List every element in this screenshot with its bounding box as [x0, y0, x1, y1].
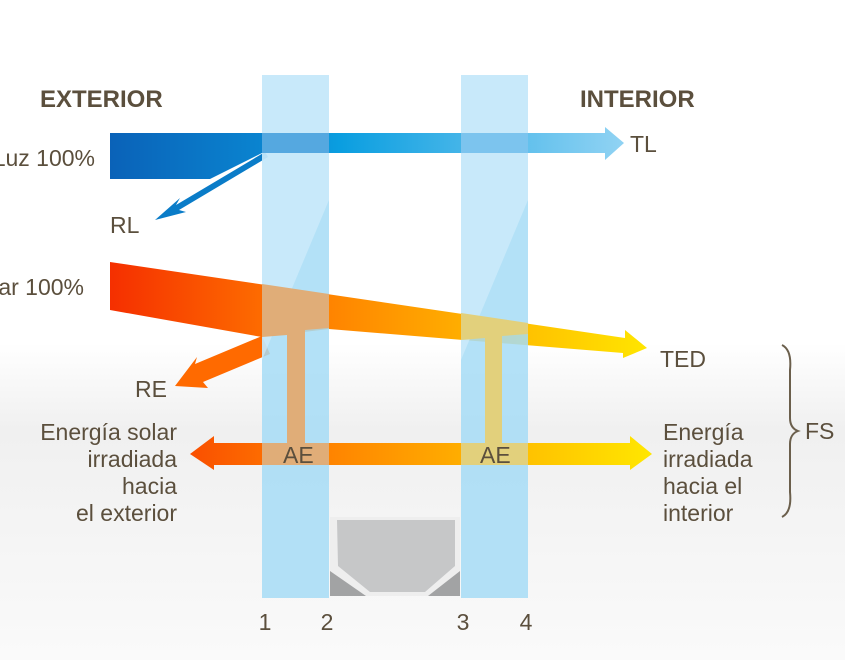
- svg-text:hacia el: hacia el: [663, 473, 742, 499]
- light-in-glass-2: [461, 133, 528, 153]
- surface-4: 4: [520, 609, 533, 635]
- interior-irradiated-label: Energía irradiada hacia el interior: [663, 419, 753, 526]
- heading-exterior: EXTERIOR: [40, 86, 163, 113]
- spacer-profile: [330, 517, 460, 596]
- solar-factor-bracket: [781, 344, 801, 518]
- surface-2: 2: [321, 609, 334, 635]
- absorbed-glass-1: [262, 284, 329, 445]
- svg-text:Energía: Energía: [663, 419, 744, 445]
- absorbed-band-2: [461, 443, 528, 465]
- label-tl: TL: [630, 131, 657, 157]
- svg-text:irradiada: irradiada: [88, 446, 178, 472]
- surface-1: 1: [259, 609, 272, 635]
- absorbed-glass-2: [461, 313, 528, 445]
- label-ae-2: AE: [480, 442, 511, 468]
- svg-text:interior: interior: [663, 500, 734, 526]
- light-arrow-reflected: [155, 152, 268, 220]
- svg-text:irradiada: irradiada: [663, 446, 753, 472]
- label-ted: TED: [660, 346, 706, 372]
- solar-arrow-reflected: [175, 336, 270, 388]
- svg-text:hacia: hacia: [122, 473, 177, 499]
- label-ae-1: AE: [283, 442, 314, 468]
- light-in-glass-1: [262, 133, 329, 153]
- svg-text:Energía solar: Energía solar: [40, 419, 177, 445]
- absorbed-band-1: [262, 443, 329, 465]
- surface-3: 3: [457, 609, 470, 635]
- heading-interior: INTERIOR: [580, 86, 695, 113]
- label-fs: FS: [805, 418, 834, 444]
- label-re: RE: [135, 376, 167, 402]
- label-solar-in: Solar 100%: [0, 274, 84, 300]
- svg-text:el exterior: el exterior: [76, 500, 177, 526]
- label-rl: RL: [110, 212, 140, 238]
- label-light-in: Luz 100%: [0, 145, 95, 171]
- exterior-irradiated-label: Energía solar irradiada hacia el exterio…: [40, 419, 177, 526]
